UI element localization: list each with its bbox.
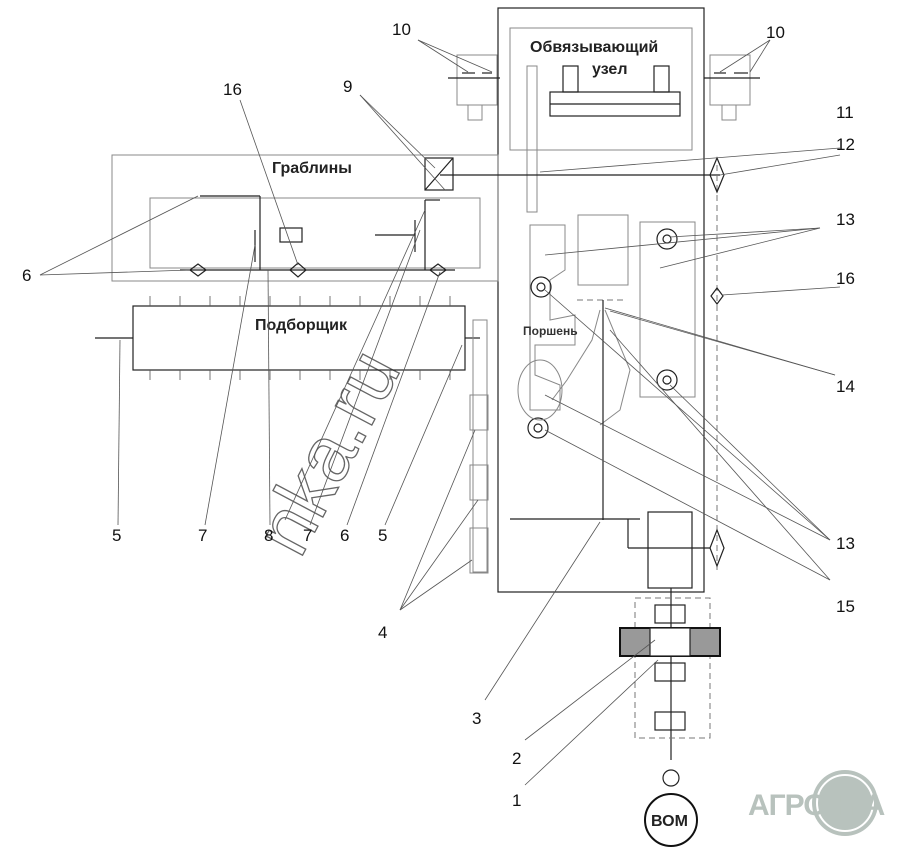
callout-numbers: 10 10 16 9 11 12 13 6 16 14 5 7 8 7 6 5 …: [22, 20, 855, 810]
binding-unit-label: Обвязывающий: [530, 39, 658, 56]
callout-6: 6: [340, 526, 349, 545]
callout-12: 12: [836, 135, 855, 154]
callout-7: 7: [198, 526, 207, 545]
callout-5: 5: [378, 526, 387, 545]
callout-5: 5: [112, 526, 121, 545]
callout-13: 13: [836, 210, 855, 229]
callout-9: 9: [343, 77, 352, 96]
callout-11: 11: [836, 103, 854, 122]
piston-mechanism: Поршень: [517, 214, 696, 520]
callout-3: 3: [472, 709, 481, 728]
callout-2: 2: [512, 749, 521, 768]
driveline: ВОМ: [619, 588, 721, 847]
pto-label: ВОМ: [651, 813, 688, 830]
piston-label: Поршень: [523, 324, 578, 338]
callout-1: 1: [512, 791, 521, 810]
pto-circle: [644, 793, 698, 847]
gearbox: [647, 511, 693, 589]
callout-6: 6: [22, 266, 31, 285]
binding-unit: Обвязывающий узел: [509, 27, 693, 213]
main-frame: [497, 7, 705, 593]
pickup-drum: [132, 305, 466, 371]
callout-16: 16: [223, 80, 242, 99]
callout-8: 8: [264, 526, 273, 545]
callout-16: 16: [836, 269, 855, 288]
callout-10: 10: [392, 20, 411, 39]
leader-lines: [39, 39, 841, 786]
callout-13: 13: [836, 534, 855, 553]
callout-10: 10: [766, 23, 785, 42]
callout-4: 4: [378, 623, 387, 642]
needle-left: [448, 54, 500, 121]
callout-7: 7: [303, 526, 312, 545]
callout-14: 14: [836, 377, 855, 396]
callout-15: 15: [836, 597, 855, 616]
rakes-box: [111, 154, 499, 282]
agronka-logo: АГРОНКА: [748, 770, 886, 836]
chain-drive: [472, 319, 488, 573]
needle-right: [704, 54, 760, 121]
pickup-label: Подборщик: [255, 317, 348, 334]
binding-unit-label-2: узел: [592, 61, 628, 78]
logo-text: АГРОНКА: [748, 789, 885, 822]
rakes-label: Граблины: [272, 160, 352, 177]
